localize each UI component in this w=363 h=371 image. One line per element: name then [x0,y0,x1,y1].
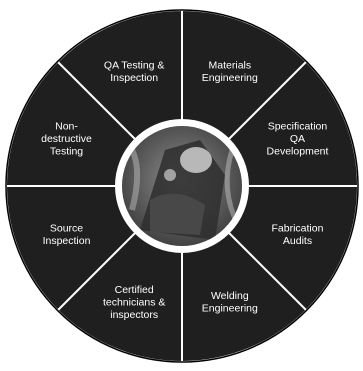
segment-label-line: Testing [50,146,83,158]
segment-label-line: QA [290,133,305,145]
segment-label-line: Engineering [202,72,258,84]
segment-label-line: inspectors [110,309,158,321]
segment-label-line: Certified [115,284,154,296]
center-photo [116,120,248,252]
segment-label-line: Fabrication [272,223,324,235]
segment-label-line: Non- [55,121,78,133]
wheel-outer-ring [5,9,359,363]
segment-label-line: Development [267,146,329,158]
segment-label-line: QA Testing & [104,59,165,71]
segment-label-line: Audits [283,235,312,247]
segment-label-line: destructive [41,133,92,145]
segment-label-line: Engineering [202,303,258,315]
segment-label-line: Specification [268,121,328,133]
segment-label-line: Inspection [43,235,91,247]
segment-label-line: Materials [209,59,252,71]
segment-label: QA Testing &Inspection [104,59,165,84]
segment-label-line: Source [50,223,83,235]
segment-label-line: Welding [211,290,249,302]
hub-photo-detail [122,126,242,246]
segment-label-line: Inspection [110,72,158,84]
segment-label-line: technicians & [103,296,165,308]
